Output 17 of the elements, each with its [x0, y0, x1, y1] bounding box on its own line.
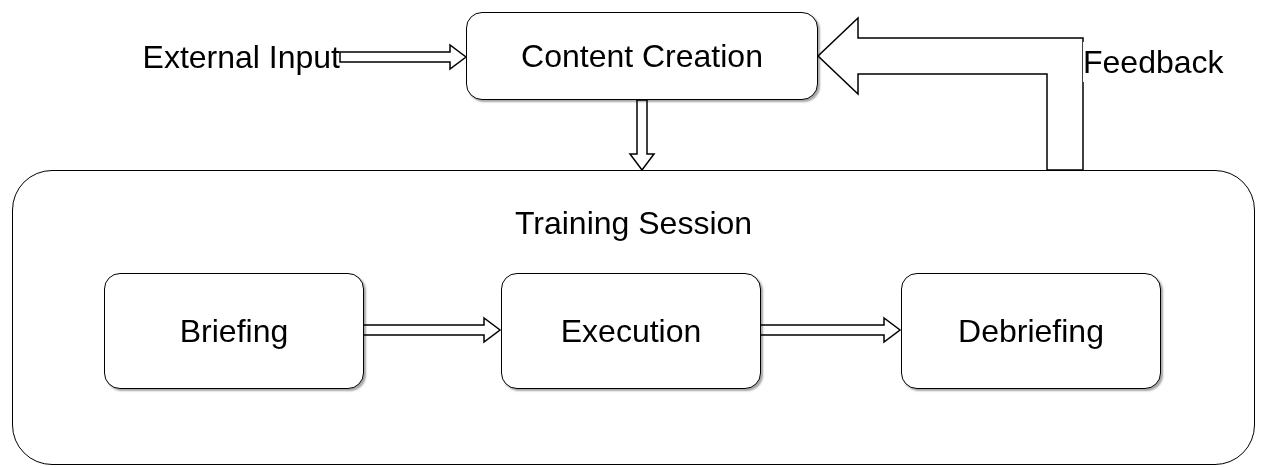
block-arrow [628, 99, 656, 172]
block-arrow [759, 316, 902, 344]
box-label: Briefing [179, 312, 289, 351]
block-arrow [816, 16, 1084, 171]
group-title: Training Session [514, 204, 753, 243]
process-box [501, 273, 761, 389]
process-box [901, 273, 1161, 389]
box-label: Debriefing [958, 312, 1104, 351]
block-arrow [362, 316, 502, 344]
box-label: External Input [142, 38, 340, 77]
group-box [12, 170, 1255, 465]
block-arrow [339, 43, 468, 71]
edge-label: Feedback [1083, 42, 1224, 82]
box-label: Execution [560, 312, 702, 351]
process-box [104, 273, 364, 389]
process-box [466, 12, 818, 100]
box-label: Content Creation [521, 37, 763, 76]
